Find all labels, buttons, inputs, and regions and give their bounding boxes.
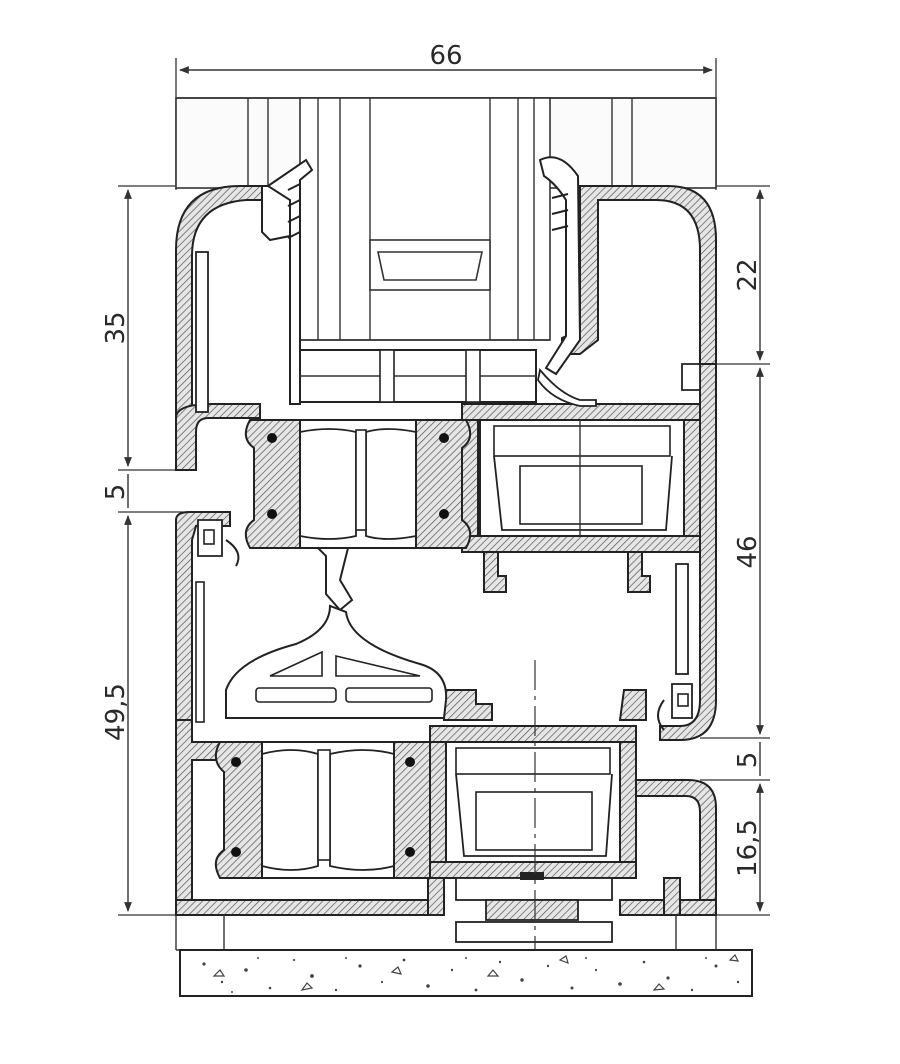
thermal-break-lower (214, 741, 431, 879)
dim-right-22: 22 (733, 258, 763, 291)
dim-left-49-5: 49,5 (101, 683, 131, 741)
dim-left-35: 35 (101, 311, 131, 344)
dim-right-46: 46 (733, 535, 763, 568)
concrete-floor (179, 949, 753, 997)
side-seals (195, 251, 701, 731)
dim-right-16-5: 16,5 (733, 819, 763, 877)
reinforcement-chambers (445, 419, 685, 863)
glazing-unit (175, 97, 717, 341)
sash-profile (299, 349, 701, 916)
thermal-break-upper (244, 419, 472, 549)
center-gasket (225, 547, 448, 719)
dim-left-5: 5 (101, 484, 131, 501)
dim-right-5: 5 (733, 752, 763, 769)
dim-width-66: 66 (429, 41, 462, 71)
